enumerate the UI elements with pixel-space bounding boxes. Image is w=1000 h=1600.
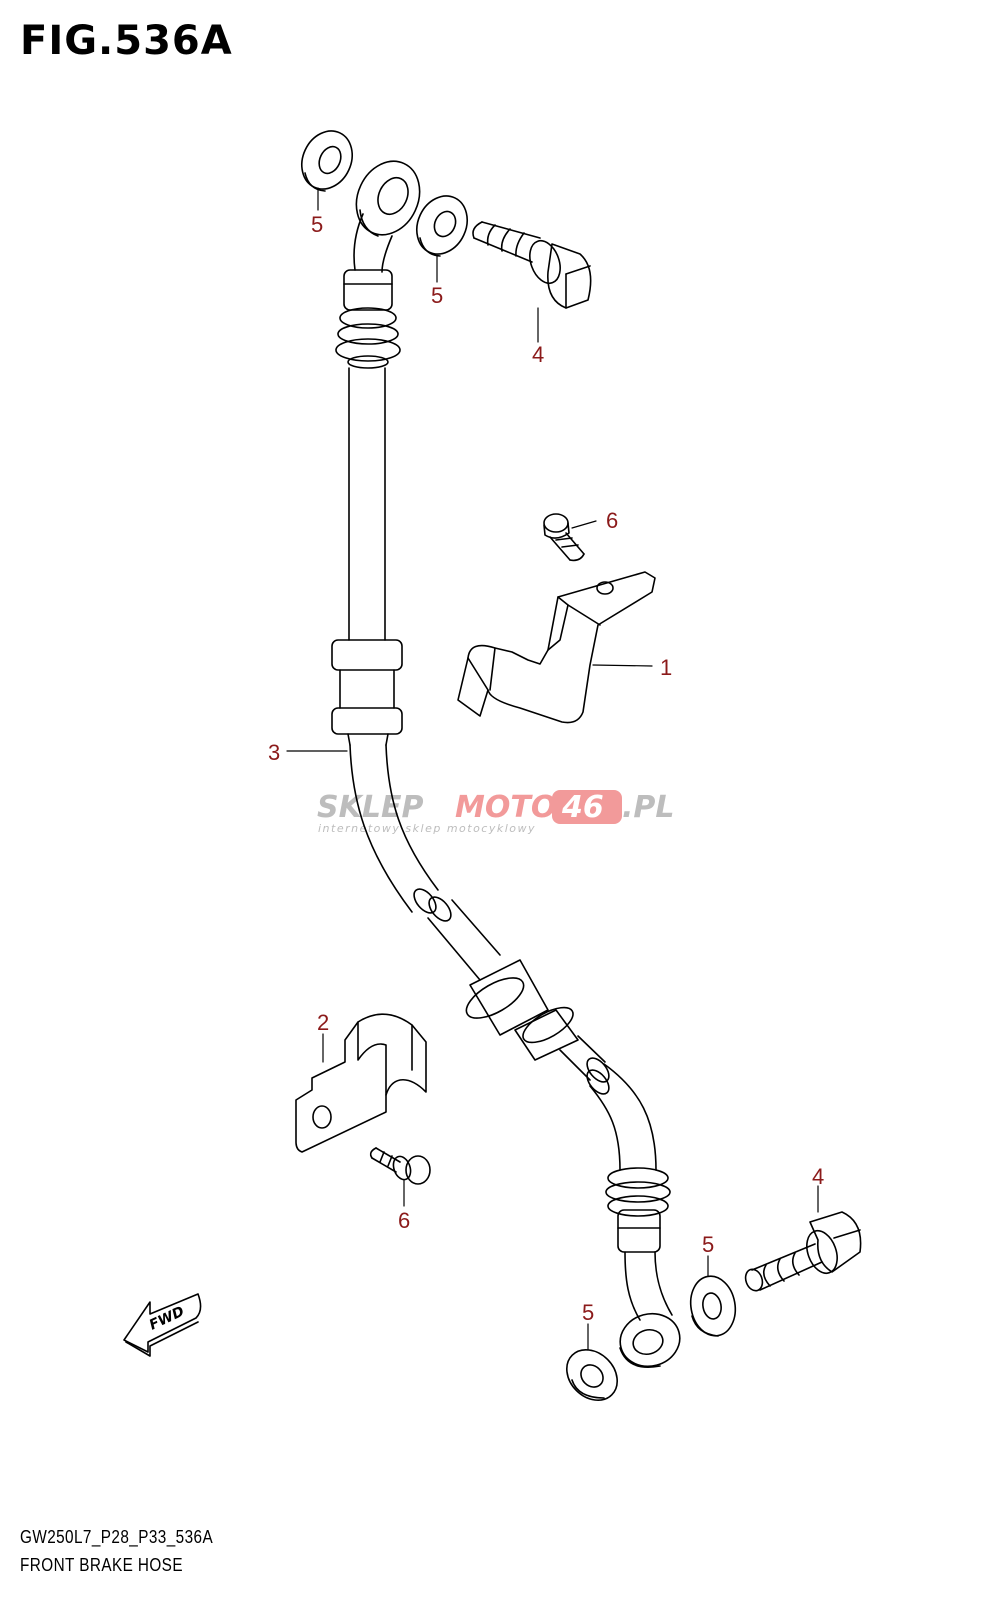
watermark-brand-part1: SKLEP	[317, 790, 423, 825]
callout-screw-clamp: 6	[606, 508, 618, 533]
clamp	[457, 571, 656, 724]
washer-top-mid	[416, 195, 468, 257]
model-code: GW250L7_P28_P33_536A	[20, 1527, 214, 1547]
callout-washer-bottom-right: 5	[702, 1232, 714, 1257]
watermark: SKLEP MOTO 46 .PL internetowy sklep moto…	[317, 790, 675, 835]
screw-holder	[369, 1147, 431, 1185]
brake-hose	[331, 160, 681, 1368]
callout-washer-top-mid: 5	[431, 283, 443, 308]
leader-lines	[286, 187, 819, 1351]
watermark-badge	[552, 790, 622, 824]
callout-screw-holder: 6	[398, 1208, 410, 1233]
washer-bottom-right	[689, 1275, 737, 1337]
figure-title: FIG.536A	[20, 18, 233, 64]
watermark-tagline: internetowy sklep motocyklowy	[318, 822, 536, 835]
fwd-arrow: FWD	[123, 1293, 202, 1357]
callout-clamp: 1	[660, 655, 672, 680]
watermark-brand-part3: 46	[561, 790, 604, 825]
screw-clamp	[543, 513, 585, 562]
figure-name: FRONT BRAKE HOSE	[20, 1555, 183, 1575]
callout-bolt-bottom: 4	[812, 1164, 824, 1189]
callouts: 5 5 4 6 1 3 2 6 4 5 5	[268, 212, 824, 1325]
washer-top-left	[301, 130, 353, 192]
callout-hose: 3	[268, 740, 280, 765]
callout-bolt-top: 4	[532, 342, 544, 367]
callout-holder: 2	[317, 1010, 329, 1035]
banjo-bolt-top	[472, 221, 592, 309]
watermark-brand-part4: .PL	[622, 790, 675, 825]
watermark-brand-part2: MOTO	[455, 790, 556, 825]
holder	[295, 1013, 427, 1153]
callout-washer-bottom-left: 5	[582, 1300, 594, 1325]
washer-bottom-left	[566, 1349, 618, 1401]
banjo-bolt-bottom	[744, 1211, 862, 1292]
callout-washer-top-left: 5	[311, 212, 323, 237]
